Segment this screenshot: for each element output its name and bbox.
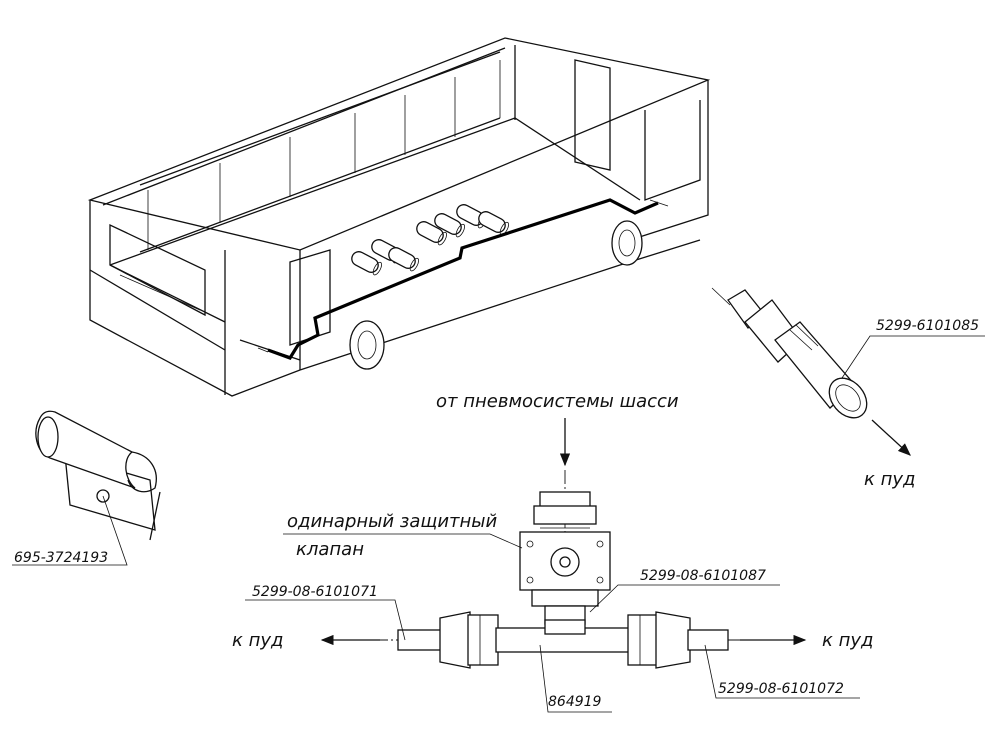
leader-left-tube (245, 599, 406, 641)
part-number-left-tube: 5299-08-6101071 (252, 584, 378, 600)
caption-valve-line1: одинарный защитный (287, 511, 498, 532)
adapter-fitting (711, 287, 868, 419)
leader-valve-union (589, 584, 780, 613)
valve-leader (283, 533, 523, 549)
caption-valve-line2: клапан (296, 539, 364, 560)
leader-tee (539, 644, 612, 713)
label-to-pud-right: к пуд (822, 630, 873, 651)
protective-valve (519, 470, 611, 650)
part-number-bracket: 695-3724193 (14, 550, 108, 566)
part-number-tee: 864919 (548, 694, 602, 710)
bus-drawing (87, 37, 711, 397)
adapter-arrow (871, 419, 911, 456)
caption-source: от пневмосистемы шасси (436, 391, 679, 412)
bracket-part (35, 410, 161, 541)
leader-right-tube (704, 644, 860, 699)
air-cylinders (351, 204, 509, 276)
bracket-leader (12, 495, 128, 566)
part-number-right-tube: 5299-08-6101072 (718, 681, 844, 697)
air-line (267, 198, 659, 360)
bus-wheel-rear (349, 320, 385, 370)
bus-wheel-front (611, 220, 643, 266)
part-number-valve-union: 5299-08-6101087 (640, 568, 766, 584)
label-to-pud-left: к пуд (232, 630, 283, 651)
label-to-pud-fitting: к пуд (864, 469, 915, 490)
adapter-leader (841, 335, 985, 379)
part-number-adapter: 5299-6101085 (876, 318, 979, 334)
tee-assembly (330, 611, 800, 669)
